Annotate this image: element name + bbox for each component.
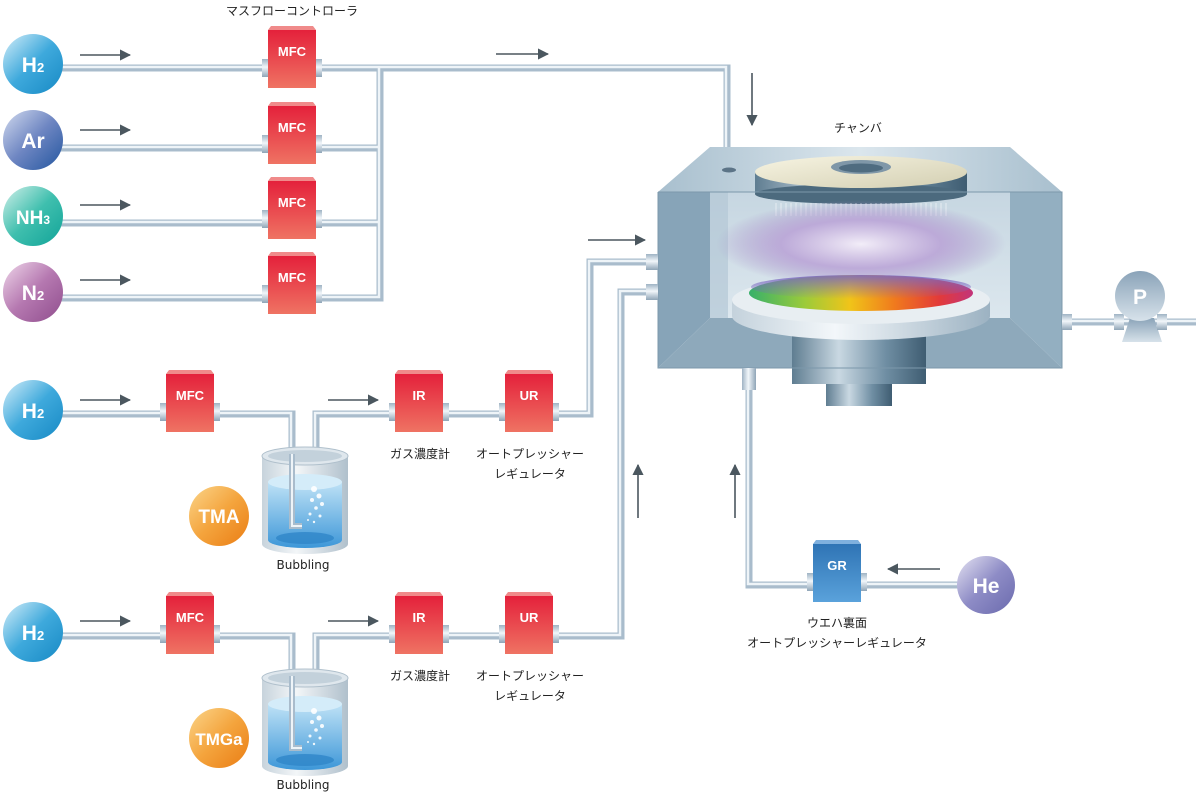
gr-regulator-label: GR [827, 558, 847, 573]
pipe-tmga-out [312, 288, 650, 688]
gas-source-h2-mid: H2 [3, 380, 63, 440]
precursor-tma: TMA [189, 486, 249, 546]
mfc-h2-mid-label: MFC [176, 388, 205, 403]
bubble [307, 741, 309, 743]
mfc-ar-label: MFC [278, 120, 307, 135]
svg-text:H2: H2 [22, 622, 44, 645]
pipe-tma-out [312, 258, 650, 462]
label-gas-meter-2: ガス濃度計 [390, 668, 450, 683]
bubble [310, 498, 314, 502]
pipe-n2 [60, 68, 384, 302]
mfc-n2-label: MFC [278, 270, 307, 285]
svg-text:TMGa: TMGa [195, 730, 243, 749]
svg-text:Ar: Ar [21, 130, 44, 153]
labels: マスフローコントローラ チャンバ ガス濃度計 オートプレッシャー レギュレータ … [226, 4, 927, 792]
svg-text:TMA: TMA [198, 507, 239, 528]
mfc-h2-bot-label: MFC [176, 610, 205, 625]
svg-text:H2: H2 [22, 400, 44, 423]
ir-meter-1: IR [389, 370, 449, 432]
label-apr-1-line2: レギュレータ [494, 467, 566, 481]
ir-meter-1-label: IR [413, 388, 427, 403]
label-bubbling-2: Bubbling [277, 778, 330, 792]
bubble [316, 493, 322, 499]
gas-source-h2-bot: H2 [3, 602, 63, 662]
label-gr-line1: ウエハ裏面 [807, 615, 867, 630]
gas-source-he: He [957, 556, 1015, 614]
chamber-left-wall [658, 192, 710, 368]
bubble [314, 728, 318, 732]
bubble [311, 708, 317, 714]
label-apr-1-line1: オートプレッシャー [476, 447, 584, 461]
pipes [60, 64, 1196, 740]
susceptor [732, 275, 990, 406]
gas-source-h2-top: H2 [3, 34, 63, 94]
svg-text:NH3: NH3 [16, 208, 50, 229]
bubble [312, 520, 316, 524]
chamber-exhaust-port [1062, 314, 1072, 330]
bubble [318, 514, 322, 518]
mfc-nh3-label: MFC [278, 195, 307, 210]
chamber-inlet-port-2 [646, 284, 658, 300]
mfc-n2: MFC [262, 252, 322, 314]
bubble [310, 720, 314, 724]
svg-text:He: He [973, 575, 1000, 598]
svg-text:N2: N2 [22, 282, 44, 305]
bubbler-tmga [261, 668, 349, 776]
bubble [312, 742, 316, 746]
chamber-bottom-port [742, 368, 756, 390]
svg-text:H2: H2 [22, 54, 44, 77]
bubbler-tma [261, 446, 349, 554]
gas-source-n2: N2 [3, 262, 63, 322]
label-apr-2-line2: レギュレータ [494, 689, 566, 703]
bubble [314, 506, 318, 510]
label-mfc-group: マスフローコントローラ [226, 4, 358, 18]
ur-regulator-2-label: UR [520, 610, 539, 625]
bubble [311, 486, 317, 492]
gas-source-nh3: NH3 [3, 186, 63, 246]
precursor-tmga: TMGa [189, 708, 249, 768]
bubble [320, 724, 324, 728]
mfc-ar: MFC [262, 102, 322, 164]
ur-regulator-1-label: UR [520, 388, 539, 403]
ir-meter-2-label: IR [413, 610, 427, 625]
mfc-nh3: MFC [262, 177, 322, 239]
plasma-cloud [716, 200, 1006, 288]
label-gr-line2: オートプレッシャーレギュレータ [747, 636, 927, 650]
label-gas-meter-1: ガス濃度計 [390, 446, 450, 461]
label-apr-2-line1: オートプレッシャー [476, 669, 584, 683]
pipe-h2-top [60, 64, 731, 170]
ur-regulator-2: UR [499, 592, 559, 654]
mfc-h2-bot: MFC [160, 592, 220, 654]
label-bubbling-1: Bubbling [277, 558, 330, 572]
label-chamber: チャンバ [834, 121, 882, 135]
pipe-he [745, 380, 985, 589]
svg-text:P: P [1133, 286, 1147, 309]
bubble [320, 502, 324, 506]
mfc-h2-top: MFC [262, 26, 322, 88]
gr-regulator: GR [807, 540, 867, 602]
bubble [308, 512, 312, 516]
chamber-right-wall [1010, 192, 1062, 368]
chamber-inlet-port-1 [646, 254, 658, 270]
vacuum-pump: P [1114, 271, 1167, 342]
ir-meter-2: IR [389, 592, 449, 654]
bubble [307, 519, 309, 521]
ur-regulator-1: UR [499, 370, 559, 432]
bubble [316, 715, 322, 721]
mfc-h2-mid: MFC [160, 370, 220, 432]
flow-arrows [80, 48, 940, 627]
controllers: MFC MFC MFC MFC MFC IR UR MFC IR UR GR [160, 26, 867, 654]
bubble [308, 734, 312, 738]
reaction-chamber [646, 147, 1072, 406]
bubble [318, 736, 322, 740]
mfc-h2-top-label: MFC [278, 44, 307, 59]
bubblers [261, 446, 349, 776]
gas-source-ar: Ar [3, 110, 63, 170]
